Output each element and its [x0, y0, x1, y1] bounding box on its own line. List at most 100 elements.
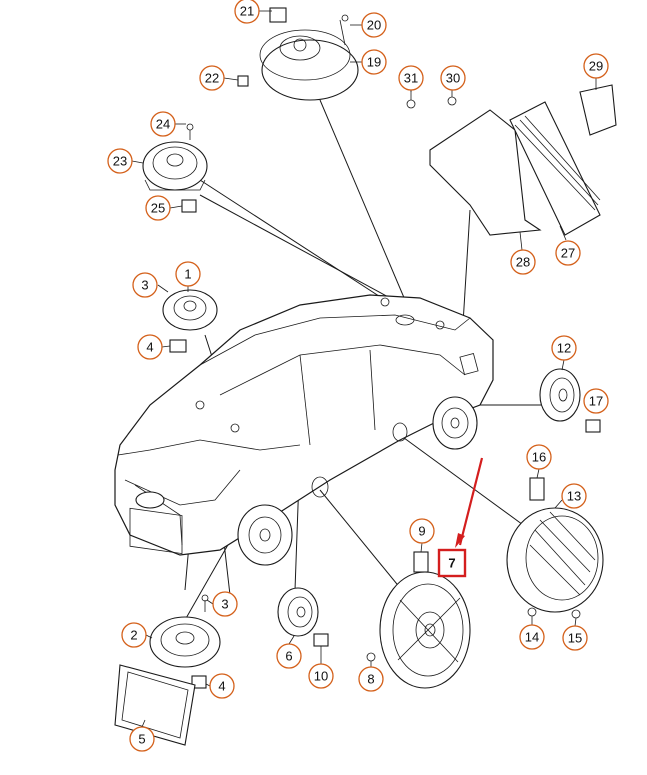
callout-p8: 8: [358, 666, 384, 692]
callout-p4b: 4: [209, 673, 235, 699]
subwoofer-13: [506, 477, 604, 619]
callout-p16: 16: [526, 444, 552, 470]
highlight-box: [437, 548, 467, 578]
callout-label-p22: 22: [205, 71, 219, 86]
callout-p9: 9: [409, 518, 435, 544]
callout-circle-p16: [526, 444, 552, 470]
callout-p15: 15: [562, 625, 588, 651]
callout-label-p9: 9: [418, 524, 425, 539]
callout-circle-p28: [510, 249, 536, 275]
callout-p19: 19: [361, 49, 387, 75]
callout-label-p2: 2: [130, 628, 137, 643]
callout-circle-p9: [409, 518, 435, 544]
callout-label-p25: 25: [151, 201, 165, 216]
callout-p29: 29: [583, 53, 609, 79]
callout-p28: 28: [510, 249, 536, 275]
callout-label-p24: 24: [156, 117, 170, 132]
callout-circle-p3a: [132, 272, 158, 298]
callout-leaders: [131, 10, 597, 728]
callout-label-p3b: 3: [221, 597, 228, 612]
callout-p22: 22: [199, 65, 225, 91]
callout-label-p30: 30: [446, 71, 460, 86]
callout-label-p16: 16: [532, 450, 546, 465]
callout-p17: 17: [583, 388, 609, 414]
callout-label-p8: 8: [367, 672, 374, 687]
callout-p27: 27: [555, 240, 581, 266]
callout-circle-p12: [551, 335, 577, 361]
callout-circle-p10: [308, 663, 334, 689]
callout-label-p1: 1: [184, 267, 191, 282]
callout-p20: 20: [361, 12, 387, 38]
callout-p21: 21: [234, 0, 260, 24]
tweeter-speaker-1: [157, 284, 218, 353]
callout-label-p31: 31: [404, 71, 418, 86]
amplifier-assembly: [406, 84, 617, 251]
callout-p13: 13: [561, 483, 587, 509]
callout-p4a: 4: [137, 334, 163, 360]
callout-p14: 14: [519, 624, 545, 650]
callout-p23: 23: [107, 148, 133, 174]
callout-p30: 30: [440, 65, 466, 91]
callout-label-p6: 6: [285, 649, 292, 664]
callout-p24: 24: [150, 111, 176, 137]
door-woofer-7: [366, 551, 471, 689]
callout-label-p21: 21: [240, 4, 254, 19]
callout-circle-p5: [129, 726, 155, 752]
callout-circle-p21: [234, 0, 260, 24]
callout-p12: 12: [551, 335, 577, 361]
callout-p10: 10: [308, 663, 334, 689]
callout-label-p23: 23: [113, 154, 127, 169]
callout-label-p27: 27: [561, 246, 575, 261]
callout-p25: 25: [145, 195, 171, 221]
callout-circle-p20: [361, 12, 387, 38]
callout-circle-p4a: [137, 334, 163, 360]
callout-circle-p4b: [209, 673, 235, 699]
callout-label-p29: 29: [589, 59, 603, 74]
front-speaker-2: [149, 594, 221, 689]
rear-door-speaker-12: [539, 368, 601, 433]
highlight-arrow: [437, 457, 484, 578]
callout-circle-p19: [361, 49, 387, 75]
mid-speaker-6: [277, 587, 329, 647]
callout-label-p3a: 3: [141, 278, 148, 293]
callout-circle-p30: [440, 65, 466, 91]
callout-circle-p3b: [212, 591, 238, 617]
callout-label-p7: 7: [448, 556, 455, 571]
callout-label-p14: 14: [525, 630, 539, 645]
dash-speaker-23: [142, 123, 208, 213]
callout-circle-p13: [561, 483, 587, 509]
callout-label-p10: 10: [314, 669, 328, 684]
car-logo-rings: [135, 491, 165, 509]
callout-circle-p2: [121, 622, 147, 648]
callout-circle-p8: [358, 666, 384, 692]
speaker-grille-5: [114, 664, 196, 746]
callout-label-p13: 13: [567, 489, 581, 504]
callout-label-p5: 5: [138, 732, 145, 747]
callout-label-p20: 20: [367, 18, 381, 33]
callout-circle-p14: [519, 624, 545, 650]
callout-circle-p27: [555, 240, 581, 266]
callout-circle-p6: [276, 643, 302, 669]
callout-circle-p29: [583, 53, 609, 79]
callout-p3a: 3: [132, 272, 158, 298]
callout-label-p19: 19: [367, 55, 381, 70]
callout-label-p12: 12: [557, 341, 571, 356]
callout-label-p28: 28: [516, 255, 530, 270]
callout-circle-p31: [398, 65, 424, 91]
callout-circle-p15: [562, 625, 588, 651]
callout-label-p15: 15: [568, 631, 582, 646]
callout-circle-p24: [150, 111, 176, 137]
callout-circle-p1: [175, 261, 201, 287]
callout-p31: 31: [398, 65, 424, 91]
callout-circle-p25: [145, 195, 171, 221]
callout-label-p4b: 4: [218, 679, 225, 694]
callout-p2: 2: [121, 622, 147, 648]
callout-circle-p22: [199, 65, 225, 91]
callout-label-p4a: 4: [146, 340, 153, 355]
callout-p5: 5: [129, 726, 155, 752]
callout-p6: 6: [276, 643, 302, 669]
callout-circle-p23: [107, 148, 133, 174]
callout-circle-p17: [583, 388, 609, 414]
